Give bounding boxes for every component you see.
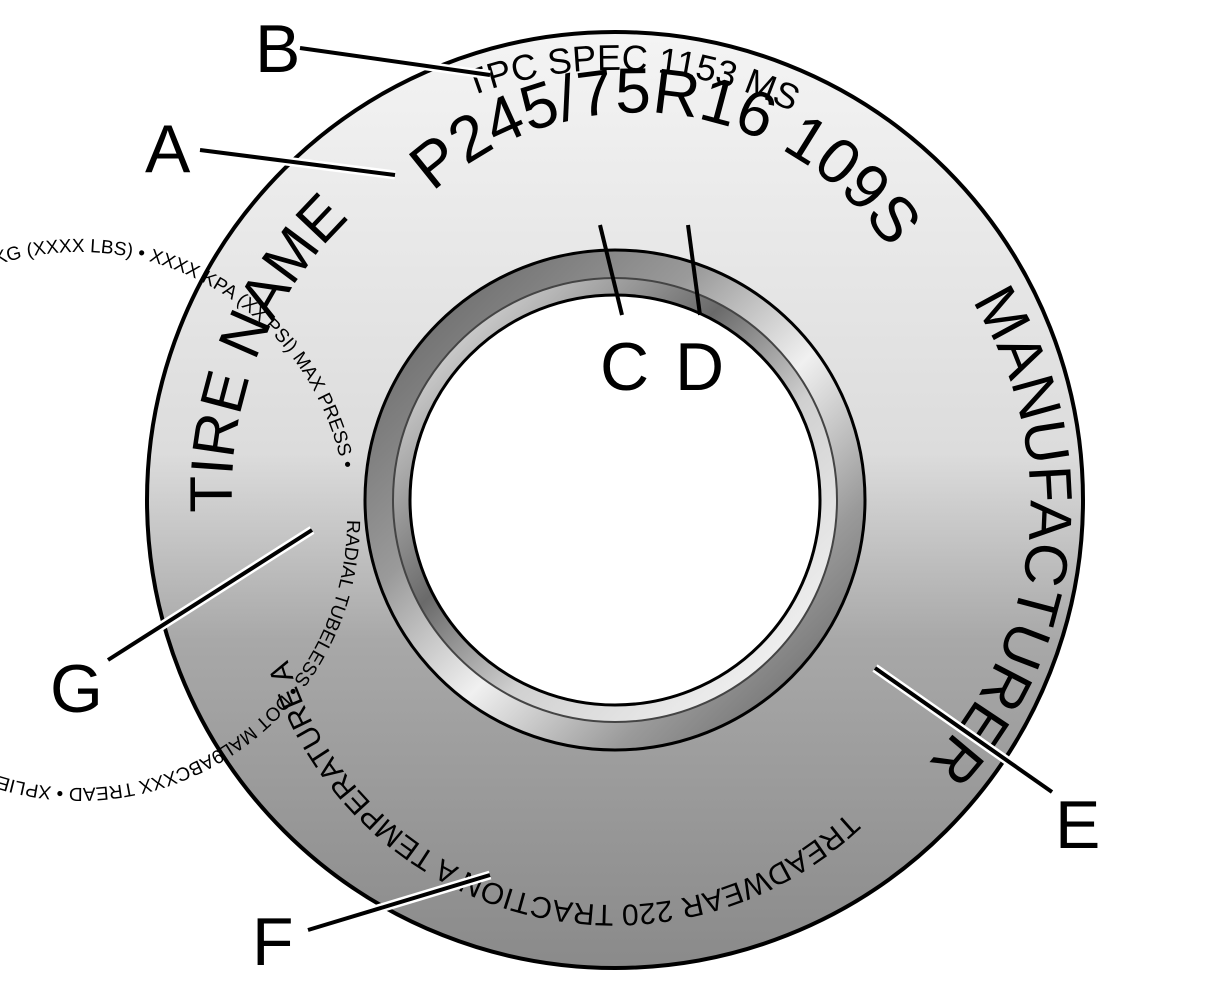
leader-d	[686, 224, 702, 316]
callout-f: F	[252, 904, 294, 980]
leader-lines	[105, 43, 1055, 935]
callout-b: B	[255, 11, 300, 87]
leader-f	[307, 873, 491, 932]
callout-c: C	[600, 329, 649, 405]
rim-center-hole	[408, 293, 822, 707]
leader-g	[106, 528, 314, 662]
callout-e: E	[1055, 787, 1100, 863]
leader-b	[299, 46, 491, 77]
leader-c	[598, 224, 624, 316]
callout-g: G	[50, 651, 103, 727]
leader-a	[199, 148, 396, 177]
callout-a: A	[145, 111, 191, 187]
callout-d: D	[675, 329, 724, 405]
leader-e	[873, 666, 1054, 794]
